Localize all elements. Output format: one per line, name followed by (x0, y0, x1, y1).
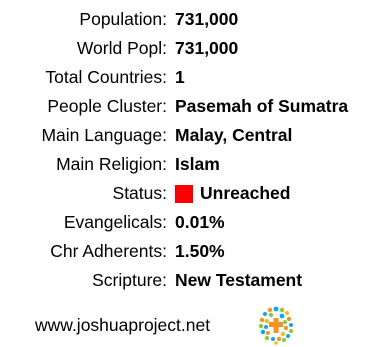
logo-dot (259, 317, 265, 323)
logo-dot (274, 341, 278, 345)
world-population-label: World Popl: (76, 38, 167, 58)
logo-dot (286, 316, 292, 322)
main-religion-label: Main Religion: (56, 154, 167, 174)
status-text: Unreached (200, 183, 291, 203)
status-value: Unreached (175, 181, 290, 206)
population-label: Population: (79, 9, 167, 29)
population-value: 731,000 (175, 9, 239, 29)
christian-adherents-value: 1.50% (175, 241, 225, 261)
logo-dot (276, 336, 282, 342)
people-cluster-label: People Cluster: (47, 96, 167, 116)
logo-dot (289, 329, 293, 333)
logo-dot (264, 325, 268, 329)
logo-dot (279, 307, 285, 313)
logo-dot (263, 312, 267, 316)
logo-dot (289, 323, 293, 327)
footer-url[interactable]: www.joshuaproject.net (35, 315, 211, 335)
joshua-project-dots-logo-icon (258, 306, 293, 345)
total-countries-value: 1 (175, 67, 185, 87)
logo-dot (282, 338, 286, 342)
stat-row-scripture: Scripture: New Testament (0, 268, 387, 297)
stat-row-people-cluster: People Cluster: Pasemah of Sumatra (0, 94, 387, 123)
logo-dot (267, 307, 273, 313)
main-language-label: Main Language: (41, 125, 167, 145)
evangelicals-label: Evangelicals: (63, 212, 167, 232)
stat-row-population: Population: 731,000 (0, 7, 387, 36)
logo-dot (283, 325, 289, 331)
scripture-value: New Testament (175, 270, 303, 290)
logo-dot (280, 331, 286, 337)
stat-row-world-population: World Popl: 731,000 (0, 36, 387, 65)
logo-dot (286, 334, 290, 338)
scripture-label: Scripture: (92, 270, 167, 290)
logo-dot (268, 312, 274, 318)
logo-dot (273, 306, 279, 312)
evangelicals-value: 0.01% (175, 212, 225, 232)
stat-row-christian-adherents: Chr Adherents: 1.50% (0, 239, 387, 268)
main-language-value: Malay, Central (175, 125, 293, 145)
people-group-stats: Population: 731,000 World Popl: 731,000 … (0, 7, 387, 297)
stat-row-evangelicals: Evangelicals: 0.01% (0, 210, 387, 239)
logo-dot (258, 323, 264, 329)
logo-dot (285, 311, 289, 315)
stat-row-status: Status: Unreached (0, 181, 387, 210)
logo-dot (265, 319, 269, 323)
christian-adherents-label: Chr Adherents: (50, 241, 167, 261)
stat-row-main-religion: Main Religion: Islam (0, 152, 387, 181)
stat-row-main-language: Main Language: Malay, Central (0, 123, 387, 152)
logo-cross-horizontal (269, 322, 283, 327)
total-countries-label: Total Countries: (45, 67, 167, 87)
logo-dot (260, 329, 266, 335)
logo-dot (271, 337, 275, 341)
main-religion-value: Islam (175, 154, 220, 174)
people-cluster-value: Pasemah of Sumatra (175, 96, 349, 116)
world-population-value: 731,000 (175, 38, 239, 58)
logo-dot (266, 331, 270, 335)
stat-row-total-countries: Total Countries: 1 (0, 65, 387, 94)
status-square-icon (175, 184, 193, 203)
status-label: Status: (112, 183, 167, 203)
logo-dot (264, 335, 270, 341)
logo-dot (283, 320, 287, 324)
logo-dot (279, 313, 285, 319)
